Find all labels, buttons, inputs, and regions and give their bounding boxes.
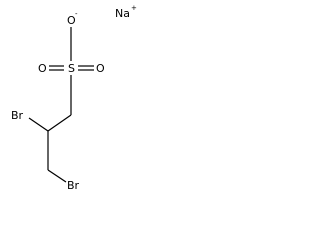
oxygen-left-label: O — [38, 62, 47, 75]
oxygen-right-label: O — [96, 62, 105, 75]
bond-c2-br-upper — [28, 117, 49, 132]
bromine-upper-label: Br — [11, 109, 24, 122]
sodium-label: Na — [115, 7, 130, 20]
bonds — [28, 27, 94, 183]
bromine-lower-label: Br — [67, 179, 80, 192]
bond-c1-c2 — [47, 114, 72, 132]
sodium-charge: + — [131, 4, 137, 12]
sulfur-label: S — [68, 62, 75, 75]
chemical-structure: Na + O - O S O Br Br — [11, 4, 137, 192]
bond-c3-br-lower — [47, 169, 67, 183]
atom-labels: Na + O - O S O Br Br — [11, 4, 137, 192]
oxygen-top-label: O — [67, 14, 76, 27]
oxygen-top-charge: - — [75, 10, 78, 18]
